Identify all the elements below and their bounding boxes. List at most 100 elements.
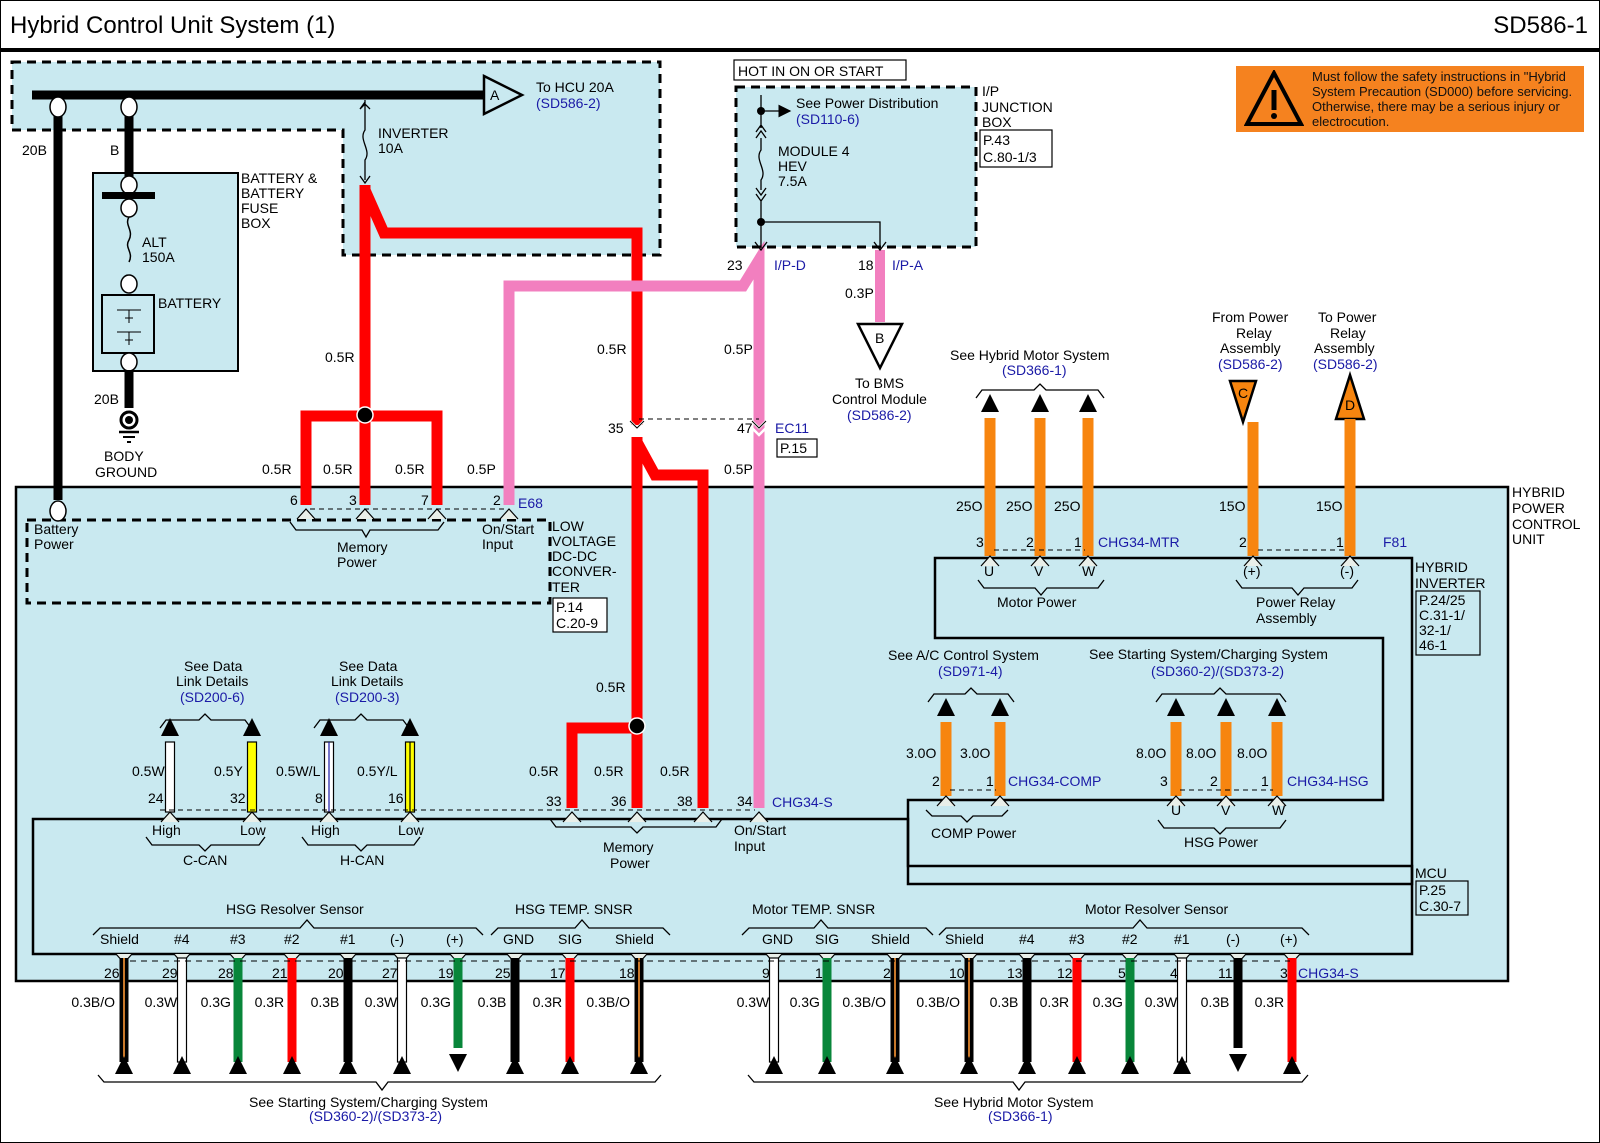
pin-terminal-icon <box>1267 795 1287 807</box>
pin-terminal-icon <box>1078 555 1098 567</box>
bracket <box>977 579 1105 596</box>
connector-c-icon[interactable] <box>1228 379 1258 427</box>
battery-cells-icon <box>117 309 141 345</box>
pin-terminal-icon <box>627 811 647 823</box>
ref-connector: C.20-9 <box>556 615 598 631</box>
terminal-label: #4 <box>1019 931 1035 947</box>
connector-id: CHG34-HSG <box>1287 773 1369 789</box>
motor-ref-link[interactable]: (SD366-1) <box>1002 362 1067 378</box>
pin-number: 2 <box>932 773 940 789</box>
ccan-ref-link[interactable]: (SD200-6) <box>180 689 245 705</box>
arrow-up-icon <box>1031 394 1049 412</box>
wire-label: 15O <box>1219 498 1246 514</box>
terminal-label: (+) <box>1280 931 1298 947</box>
wire <box>1287 958 1297 1062</box>
hsg-power-label: HSG Power <box>1184 834 1258 850</box>
battery-box-label-3: FUSE <box>241 200 278 216</box>
arrow-up-icon <box>1018 1056 1036 1074</box>
pin-terminal-icon <box>1166 795 1186 807</box>
connector-b-ref[interactable]: (SD586-2) <box>847 407 912 423</box>
hcan-label: H-CAN <box>340 852 384 868</box>
wire-label: 0.5R <box>262 461 292 477</box>
ref-connector-3: 46-1 <box>1419 637 1447 653</box>
pin-number: 32 <box>230 790 246 806</box>
bottom-ref-left-text: See Starting System/Charging System <box>249 1094 488 1110</box>
pin-terminal-icon <box>296 508 316 520</box>
wire-ground-label: 20B <box>94 391 119 407</box>
battery-fuse-box-region <box>10 60 662 257</box>
terminal-label: U <box>984 563 994 579</box>
relay-from-ref[interactable]: (SD586-2) <box>1218 356 1283 372</box>
pin-number: 5 <box>1118 965 1126 981</box>
hsg-ref-link[interactable]: (SD360-2)/(SD373-2) <box>1151 663 1284 679</box>
arrow-up-icon <box>1217 698 1235 716</box>
relay-from-text-3: Assembly <box>1220 340 1281 356</box>
ref-connector: C.80-1/3 <box>983 149 1037 165</box>
arrow-up-icon <box>886 1056 904 1074</box>
wire <box>343 958 353 1062</box>
wire-label: 0.3W <box>365 994 398 1010</box>
connector-c-letter: C <box>1238 385 1248 401</box>
pin-terminal-icon <box>319 811 339 823</box>
comp-ref-link[interactable]: (SD971-4) <box>938 663 1003 679</box>
bracket <box>747 1074 1309 1092</box>
wire-label: 0.3G <box>201 994 231 1010</box>
hpcu-label-2: POWER <box>1512 500 1565 516</box>
wire-label: 25O <box>1006 498 1033 514</box>
power-dist-ref[interactable]: (SD110-6) <box>796 111 860 127</box>
relay-to-ref[interactable]: (SD586-2) <box>1313 356 1378 372</box>
connector-b-icon[interactable] <box>855 322 905 371</box>
pin-number: 13 <box>1007 965 1023 981</box>
wire-label: 0.3B/O <box>586 994 630 1010</box>
terminal-label: #1 <box>340 931 356 947</box>
connector-a-letter: A <box>490 87 500 103</box>
arrow-up-icon <box>818 1056 836 1074</box>
bracket <box>490 919 671 936</box>
hcan-ref-link[interactable]: (SD200-3) <box>335 689 400 705</box>
wire <box>1233 958 1243 1048</box>
connector-id: I/P-D <box>774 257 806 273</box>
battery-box-label-2: BATTERY <box>241 185 305 201</box>
connector-id: CHG34-COMP <box>1008 773 1101 789</box>
wire-label: 0.5R <box>323 461 353 477</box>
arrow-up-icon <box>765 1056 783 1074</box>
terminal-icon <box>49 96 67 118</box>
bottom-ref-right-link[interactable]: (SD366-1) <box>988 1108 1053 1124</box>
wire-label: 0.5R <box>325 349 355 365</box>
bracket <box>549 818 723 834</box>
pin-terminal-icon <box>749 811 769 823</box>
bottom-ref-left-link[interactable]: (SD360-2)/(SD373-2) <box>309 1108 442 1124</box>
inverter-label-2: INVERTER <box>1415 575 1486 591</box>
pin-number: 17 <box>550 965 566 981</box>
wire-label: 0.3R <box>1255 994 1285 1010</box>
hot-label-box <box>733 59 907 81</box>
connector-d-letter: D <box>1345 397 1355 413</box>
splice-icon <box>757 218 765 226</box>
pin-number: 11 <box>1218 965 1233 981</box>
pin-number: 23 <box>727 257 743 273</box>
wire <box>233 958 243 1062</box>
connector-id: CHG34-MTR <box>1098 534 1180 550</box>
bracket <box>975 383 1105 399</box>
power-dist-text: See Power Distribution <box>796 95 938 111</box>
terminal-label: Shield <box>100 931 139 947</box>
ldc-on-start: On/Start <box>482 521 534 537</box>
wire-label: 0.5Y <box>214 763 243 779</box>
pin-number: 24 <box>148 790 164 806</box>
pin-number: 2 <box>883 965 891 981</box>
connector-a-ref[interactable]: (SD586-2) <box>536 95 601 111</box>
terminal-icon <box>120 175 138 195</box>
connector-id: E68 <box>518 495 543 511</box>
connector-a-icon[interactable] <box>482 73 525 117</box>
pin-number: 1 <box>815 965 823 981</box>
wire-label: 0.5R <box>529 763 559 779</box>
wire <box>822 958 832 1062</box>
splice-icon <box>356 406 374 424</box>
wire-label: 25O <box>1054 498 1081 514</box>
terminal-label: High <box>311 822 340 838</box>
terminal-label: W <box>1082 563 1096 579</box>
bracket <box>1235 579 1359 596</box>
ldc-on-start-2: Input <box>482 536 513 552</box>
motor-ref-text: See Hybrid Motor System <box>950 347 1110 363</box>
